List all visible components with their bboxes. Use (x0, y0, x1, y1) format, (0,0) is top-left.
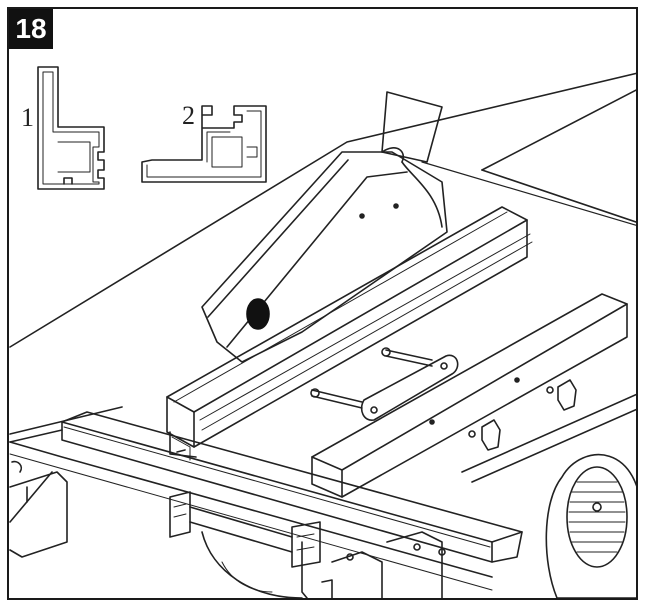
guard-hole (246, 298, 270, 330)
profile-2-label: 2 (182, 101, 195, 130)
l-shaped-extrusion-profile-icon (37, 66, 105, 190)
diagram-frame: 18 1 2 (7, 7, 638, 600)
rail-mounting-bracket (169, 491, 321, 598)
profile-1-label: 1 (21, 103, 34, 132)
blade-guard (201, 91, 448, 363)
square-fence-tube (311, 293, 628, 498)
front-guide-rail (9, 411, 523, 591)
rip-fence-rail (166, 206, 533, 461)
saw-table-surface (9, 72, 636, 523)
table-saw-fence-assembly-drawing (9, 66, 636, 598)
flat-extrusion-profile-icon (141, 105, 267, 183)
lock-knob (468, 379, 577, 451)
saw-base-frame (9, 460, 446, 598)
motor-housing (545, 454, 636, 598)
step-number-badge: 18 (9, 9, 53, 49)
fence-link-bar (310, 347, 459, 421)
